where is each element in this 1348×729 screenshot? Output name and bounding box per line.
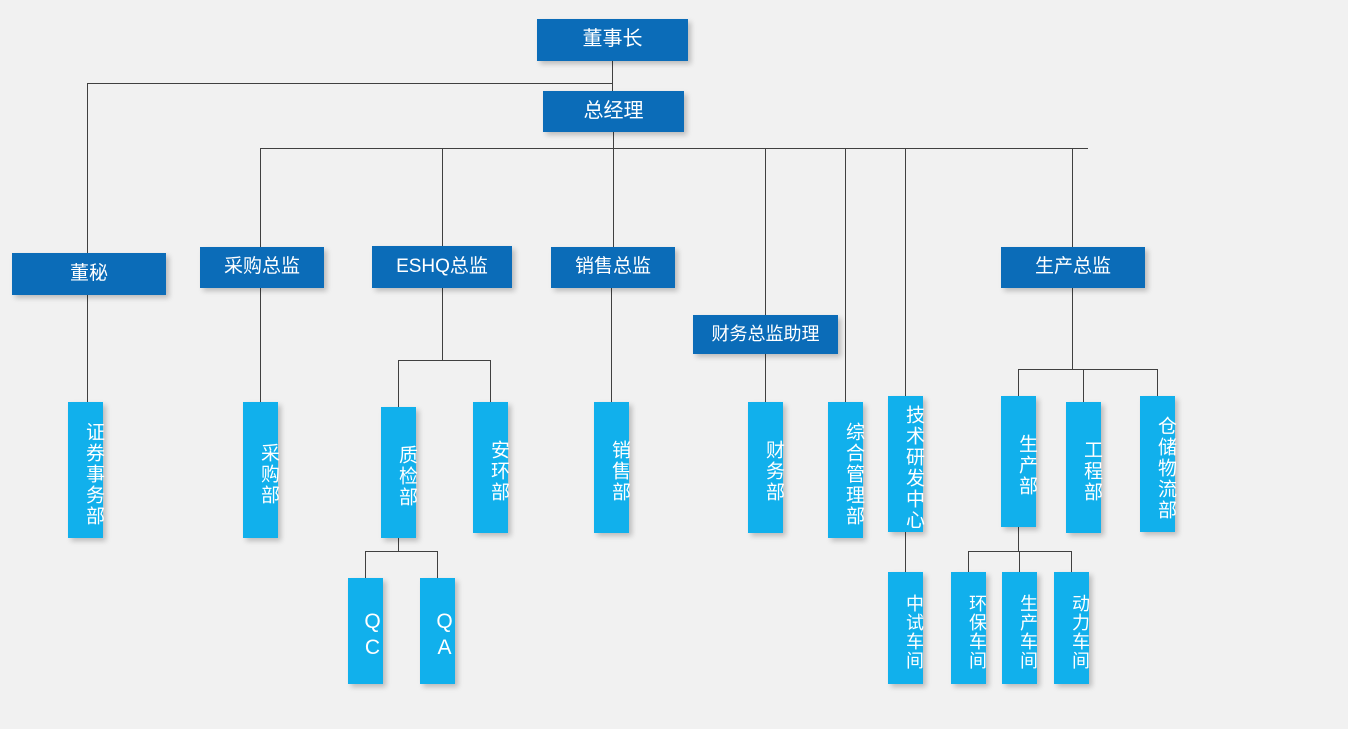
connector-to-warehouse-dept (1157, 369, 1158, 396)
node-chairman-label: 董事长 (582, 28, 643, 51)
node-general-management-dept[interactable]: 综合管理部 (828, 402, 864, 538)
node-finance-director-assistant[interactable]: 财务总监助理 (693, 315, 838, 354)
node-tech-rd-center[interactable]: 技术研发中心 (888, 396, 924, 532)
node-pilot-workshop-label: 中试车间 (904, 594, 924, 670)
node-qc-label: QC (361, 610, 384, 662)
node-production-director[interactable]: 生产总监 (1001, 247, 1145, 288)
connector-production-director-stem (1072, 288, 1073, 369)
node-finance-director-assistant-label: 财务总监助理 (711, 323, 820, 344)
node-eshq-director-label: ESHQ总监 (396, 255, 488, 277)
node-general-manager[interactable]: 总经理 (543, 91, 684, 132)
node-securities-affairs-dept-label: 证券事务部 (83, 421, 104, 527)
connector-finance-assistant-to-dept (765, 353, 766, 402)
node-environmental-workshop[interactable]: 环保车间 (951, 572, 987, 684)
connector-sales-director-to-dept (611, 288, 612, 402)
connector-to-finance-assistant (765, 148, 766, 315)
node-chairman[interactable]: 董事长 (537, 19, 688, 61)
node-general-management-dept-label: 综合管理部 (843, 421, 864, 527)
connector-to-engineering-dept (1083, 369, 1084, 402)
connector-to-power-workshop (1071, 551, 1072, 572)
node-quality-inspection-dept-label: 质检部 (396, 445, 417, 508)
node-production-director-label: 生产总监 (1034, 256, 1111, 278)
node-qc[interactable]: QC (348, 578, 384, 684)
node-quality-inspection-dept[interactable]: 质检部 (381, 407, 417, 538)
node-sales-dept-label: 销售部 (609, 440, 630, 503)
connector-to-qc (365, 551, 366, 578)
node-production-dept-label: 生产部 (1016, 434, 1037, 497)
connector-to-qa (437, 551, 438, 578)
node-board-secretary-label: 董秘 (69, 262, 108, 284)
connector-eshq-stem (442, 288, 443, 360)
node-warehouse-logistics-dept-label: 仓储物流部 (1155, 415, 1176, 521)
connector-to-environmental-workshop (968, 551, 969, 572)
node-securities-affairs-dept[interactable]: 证券事务部 (68, 402, 104, 538)
node-procurement-director-label: 采购总监 (223, 256, 300, 278)
connector-to-production-dept (1018, 369, 1019, 396)
node-finance-dept-label: 财务部 (763, 440, 784, 503)
node-safety-environment-dept[interactable]: 安环部 (473, 402, 509, 533)
connector-chairman-stem (612, 61, 613, 83)
connector-chairman-to-gm (612, 83, 613, 91)
connector-production-dept-stem (1018, 527, 1019, 551)
node-procurement-dept-label: 采购部 (258, 442, 279, 506)
node-production-workshop[interactable]: 生产车间 (1002, 572, 1038, 684)
node-sales-director[interactable]: 销售总监 (551, 247, 675, 288)
connector-to-production-workshop (1019, 551, 1020, 572)
node-engineering-dept-label: 工程部 (1081, 440, 1102, 503)
connector-chairman-bus (87, 83, 613, 84)
connector-to-procurement-director (260, 148, 261, 247)
connector-to-general-management-dept (845, 148, 846, 402)
connector-to-sales-director (613, 148, 614, 247)
node-sales-director-label: 销售总监 (574, 256, 651, 278)
connector-to-eshq-director (442, 148, 443, 246)
node-eshq-director[interactable]: ESHQ总监 (372, 246, 512, 288)
node-warehouse-logistics-dept[interactable]: 仓储物流部 (1140, 396, 1176, 532)
connector-eshq-bus (398, 360, 491, 361)
node-finance-dept[interactable]: 财务部 (748, 402, 784, 533)
node-procurement-dept[interactable]: 采购部 (243, 402, 279, 538)
connector-to-tech-rd-center (905, 148, 906, 396)
connector-board-secretary-to-securities (87, 295, 88, 402)
node-qa[interactable]: QA (420, 578, 456, 684)
node-general-manager-label: 总经理 (583, 99, 644, 122)
connector-eshq-to-safety-dept (490, 360, 491, 402)
node-safety-environment-dept-label: 安环部 (488, 440, 509, 503)
connector-to-production-director (1072, 148, 1073, 247)
node-power-workshop-label: 动力车间 (1070, 594, 1090, 670)
node-environmental-workshop-label: 环保车间 (967, 594, 987, 670)
connector-gm-bus (260, 148, 1088, 149)
node-tech-rd-center-label: 技术研发中心 (903, 405, 924, 531)
connector-gm-stem (613, 132, 614, 148)
connector-procurement-director-to-dept (260, 288, 261, 402)
node-power-workshop[interactable]: 动力车间 (1054, 572, 1090, 684)
connector-eshq-to-qc-dept (398, 360, 399, 407)
connector-to-board-secretary (87, 83, 88, 253)
node-board-secretary[interactable]: 董秘 (12, 253, 166, 295)
node-procurement-director[interactable]: 采购总监 (200, 247, 324, 288)
node-production-workshop-label: 生产车间 (1018, 594, 1038, 670)
connector-tech-rd-to-pilot-workshop (905, 532, 906, 572)
connector-production-director-bus (1018, 369, 1158, 370)
node-pilot-workshop[interactable]: 中试车间 (888, 572, 924, 684)
node-production-dept[interactable]: 生产部 (1001, 396, 1037, 527)
node-qa-label: QA (433, 610, 456, 662)
node-engineering-dept[interactable]: 工程部 (1066, 402, 1102, 533)
node-sales-dept[interactable]: 销售部 (594, 402, 630, 533)
connector-qc-dept-bus (365, 551, 438, 552)
connector-qc-dept-stem (398, 538, 399, 551)
